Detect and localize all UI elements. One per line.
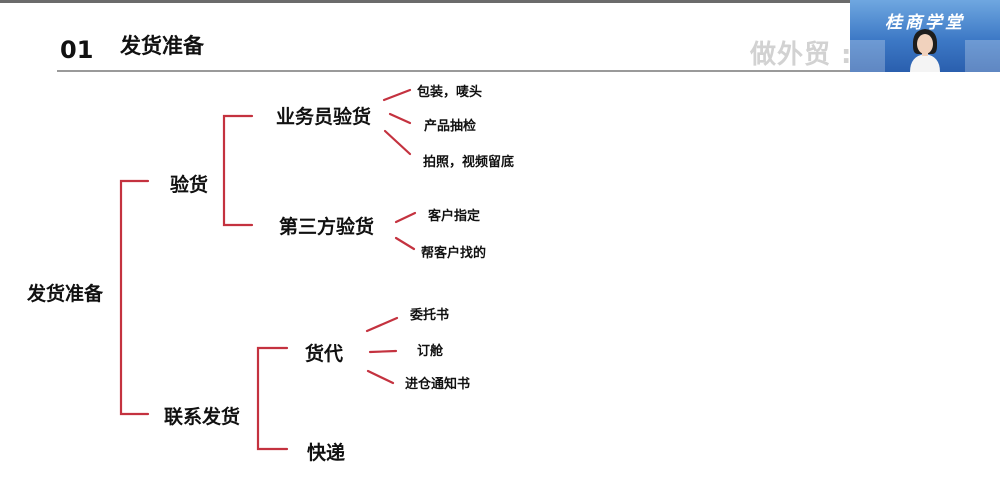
presenter-video-overlay: 桂商学堂 bbox=[850, 0, 1000, 72]
page-title: 发货准备 bbox=[120, 34, 204, 58]
branch-yanhuo: 验货 bbox=[170, 174, 209, 196]
leaf-power-of-attorney: 委托书 bbox=[410, 308, 450, 323]
connector-leaf-8 bbox=[366, 369, 395, 385]
branch-lianxi-fahuo: 联系发货 bbox=[164, 406, 241, 428]
overlay-title: 桂商学堂 bbox=[885, 13, 965, 33]
connector-leaf-1 bbox=[382, 88, 412, 102]
connector-leaf-7 bbox=[368, 349, 398, 354]
header-divider bbox=[57, 70, 997, 72]
leaf-booking: 订舱 bbox=[417, 344, 444, 359]
leaf-spot-check: 产品抽检 bbox=[424, 119, 477, 134]
mindmap-root: 发货准备 bbox=[27, 283, 104, 305]
leaf-photo-video: 拍照，视频留底 bbox=[423, 155, 515, 170]
leaf-customer-designated: 客户指定 bbox=[428, 209, 481, 224]
connector-leaf-6 bbox=[365, 316, 399, 333]
node-disanfang-yanhuo: 第三方验货 bbox=[279, 216, 375, 238]
presenter-avatar-icon bbox=[910, 29, 940, 72]
leaf-find-for-customer: 帮客户找的 bbox=[421, 246, 487, 261]
connector-leaf-2 bbox=[388, 112, 412, 125]
connector-leaf-5 bbox=[394, 236, 416, 251]
top-border bbox=[0, 0, 1000, 3]
connector-leaf-3 bbox=[383, 129, 412, 156]
node-kuaidi: 快递 bbox=[307, 442, 346, 464]
node-yewuyuan-yanhuo: 业务员验货 bbox=[276, 106, 372, 128]
connector-root bbox=[119, 179, 150, 416]
section-number: 01 bbox=[60, 36, 94, 64]
brand-watermark: 做外贸 : bbox=[750, 40, 853, 70]
connector-leaf-4 bbox=[394, 211, 417, 224]
overlay-backdrop-right bbox=[965, 40, 1000, 72]
leaf-warehouse-notice: 进仓通知书 bbox=[405, 377, 471, 392]
connector-yanhuo bbox=[222, 114, 254, 227]
connector-lianxi bbox=[256, 346, 289, 451]
node-huodai: 货代 bbox=[305, 343, 344, 365]
leaf-packaging: 包装，唛头 bbox=[417, 85, 483, 100]
overlay-backdrop-left bbox=[850, 40, 885, 72]
